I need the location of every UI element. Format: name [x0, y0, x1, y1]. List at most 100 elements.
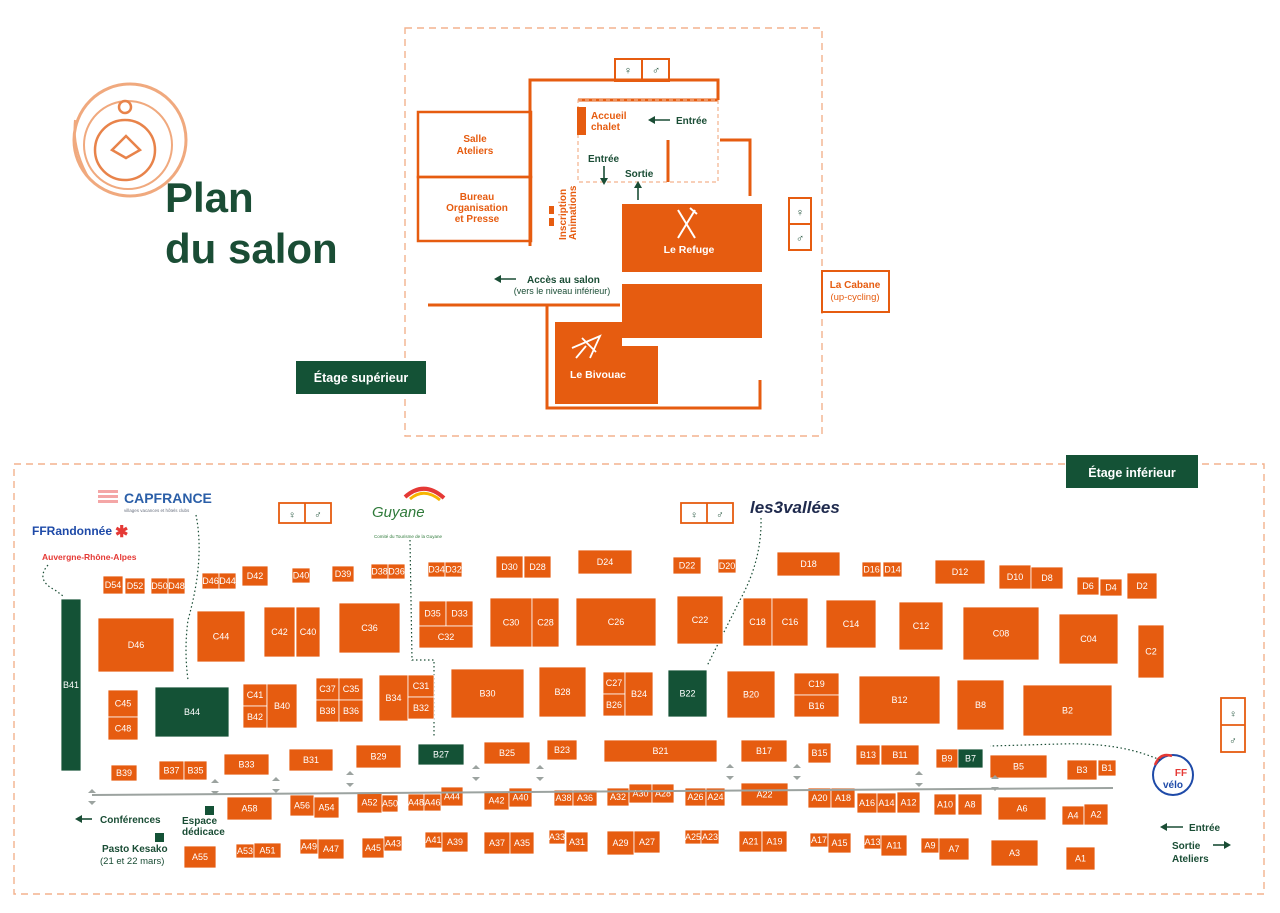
stand-d48[interactable]: D48: [167, 577, 186, 595]
stand-b30[interactable]: B30: [450, 668, 525, 719]
stand-c40[interactable]: C40: [295, 606, 321, 658]
stand-b42[interactable]: B42: [242, 705, 268, 729]
stand-b17[interactable]: B17: [740, 739, 788, 763]
stand-b9[interactable]: B9: [935, 748, 959, 769]
stand-a41[interactable]: A41: [424, 831, 443, 849]
stand-a38[interactable]: A38: [553, 789, 574, 807]
stand-c2[interactable]: C2: [1137, 624, 1165, 679]
stand-a15[interactable]: A15: [827, 832, 852, 854]
stand-c30[interactable]: C30: [489, 597, 533, 648]
stand-a39[interactable]: A39: [441, 831, 469, 853]
stand-b34[interactable]: B34: [378, 674, 409, 722]
stand-b8[interactable]: B8: [956, 679, 1005, 731]
stand-a6[interactable]: A6: [997, 796, 1047, 821]
stand-a52[interactable]: A52: [356, 791, 383, 814]
stand-b23[interactable]: B23: [546, 739, 578, 761]
stand-d32[interactable]: D32: [444, 561, 463, 578]
stand-d8[interactable]: D8: [1030, 566, 1064, 590]
stand-c32[interactable]: C32: [418, 625, 474, 649]
stand-b13[interactable]: B13: [855, 744, 881, 766]
stand-a17[interactable]: A17: [809, 832, 829, 848]
stand-d44[interactable]: D44: [218, 572, 237, 590]
stand-c48[interactable]: C48: [107, 716, 139, 741]
stand-d18[interactable]: D18: [776, 551, 841, 577]
stand-b15[interactable]: B15: [807, 742, 832, 764]
stand-a19[interactable]: A19: [761, 830, 788, 853]
stand-d54[interactable]: D54: [102, 575, 124, 595]
stand-a51[interactable]: A51: [253, 842, 282, 859]
stand-b44[interactable]: B44: [154, 686, 230, 738]
stand-d22[interactable]: D22: [672, 556, 702, 575]
stand-a42[interactable]: A42: [483, 790, 510, 811]
stand-a9[interactable]: A9: [920, 837, 940, 854]
stand-a50[interactable]: A50: [381, 794, 399, 813]
stand-a30[interactable]: A30: [628, 783, 653, 804]
stand-c44[interactable]: C44: [196, 610, 246, 663]
stand-a23[interactable]: A23: [700, 829, 720, 845]
stand-b36[interactable]: B36: [338, 699, 364, 723]
stand-c08[interactable]: C08: [962, 606, 1040, 661]
stand-c41[interactable]: C41: [242, 683, 268, 707]
stand-a22[interactable]: A22: [740, 782, 789, 807]
stand-b25[interactable]: B25: [483, 741, 531, 765]
stand-a12[interactable]: A12: [896, 791, 921, 814]
stand-d40[interactable]: D40: [291, 567, 311, 584]
stand-c28[interactable]: C28: [531, 597, 560, 648]
stand-a36[interactable]: A36: [572, 789, 598, 807]
stand-d42[interactable]: D42: [241, 565, 269, 587]
stand-b21[interactable]: B21: [603, 739, 718, 763]
stand-a27[interactable]: A27: [633, 830, 661, 854]
stand-d38[interactable]: D38: [370, 563, 389, 580]
stand-a45[interactable]: A45: [361, 837, 385, 859]
stand-a56[interactable]: A56: [289, 794, 315, 817]
stand-b1[interactable]: B1: [1097, 759, 1117, 777]
stand-c45[interactable]: C45: [107, 689, 139, 718]
stand-a18[interactable]: A18: [830, 787, 856, 809]
stand-a4[interactable]: A4: [1061, 805, 1085, 826]
stand-d46[interactable]: D46: [201, 572, 220, 590]
stand-a11[interactable]: A11: [880, 834, 908, 857]
stand-b28[interactable]: B28: [538, 666, 587, 718]
stand-a28[interactable]: A28: [651, 783, 675, 804]
stand-d50[interactable]: D50: [150, 577, 169, 595]
stand-a21[interactable]: A21: [738, 830, 763, 853]
stand-b5[interactable]: B5: [989, 754, 1048, 779]
stand-a24[interactable]: A24: [705, 787, 726, 807]
stand-b32[interactable]: B32: [407, 696, 435, 720]
stand-c18[interactable]: C18: [742, 597, 773, 647]
stand-b41[interactable]: B41: [60, 598, 82, 772]
stand-a49[interactable]: A49: [299, 838, 319, 855]
stand-d39[interactable]: D39: [331, 565, 355, 583]
stand-a7[interactable]: A7: [938, 837, 970, 861]
stand-d10[interactable]: D10: [998, 564, 1032, 590]
stand-c26[interactable]: C26: [575, 597, 657, 647]
stand-d24[interactable]: D24: [577, 549, 633, 575]
stand-a10[interactable]: A10: [933, 793, 957, 816]
stand-a47[interactable]: A47: [317, 838, 345, 860]
stand-d30[interactable]: D30: [495, 555, 524, 579]
stand-c37[interactable]: C37: [315, 677, 340, 701]
stand-d6[interactable]: D6: [1076, 576, 1100, 596]
stand-b33[interactable]: B33: [223, 753, 270, 776]
stand-a31[interactable]: A31: [565, 831, 589, 853]
stand-a32[interactable]: A32: [606, 787, 630, 807]
stand-d4[interactable]: D4: [1099, 578, 1123, 597]
stand-a25[interactable]: A25: [684, 829, 702, 845]
stand-b24[interactable]: B24: [624, 671, 654, 717]
stand-c19[interactable]: C19: [793, 672, 840, 696]
stand-b39[interactable]: B39: [110, 764, 138, 782]
stand-b12[interactable]: B12: [858, 675, 941, 725]
stand-c42[interactable]: C42: [263, 606, 296, 658]
stand-d36[interactable]: D36: [387, 563, 406, 580]
stand-b7[interactable]: B7: [957, 748, 984, 769]
stand-a1[interactable]: A1: [1065, 846, 1096, 871]
stand-a29[interactable]: A29: [606, 830, 635, 856]
stand-a14[interactable]: A14: [876, 792, 897, 814]
stand-b11[interactable]: B11: [880, 744, 920, 766]
stand-b35[interactable]: B35: [183, 760, 208, 781]
stand-b26[interactable]: B26: [602, 693, 626, 717]
stand-c22[interactable]: C22: [676, 595, 724, 645]
stand-a54[interactable]: A54: [313, 796, 340, 819]
stand-b29[interactable]: B29: [355, 744, 402, 769]
stand-c31[interactable]: C31: [407, 674, 435, 698]
